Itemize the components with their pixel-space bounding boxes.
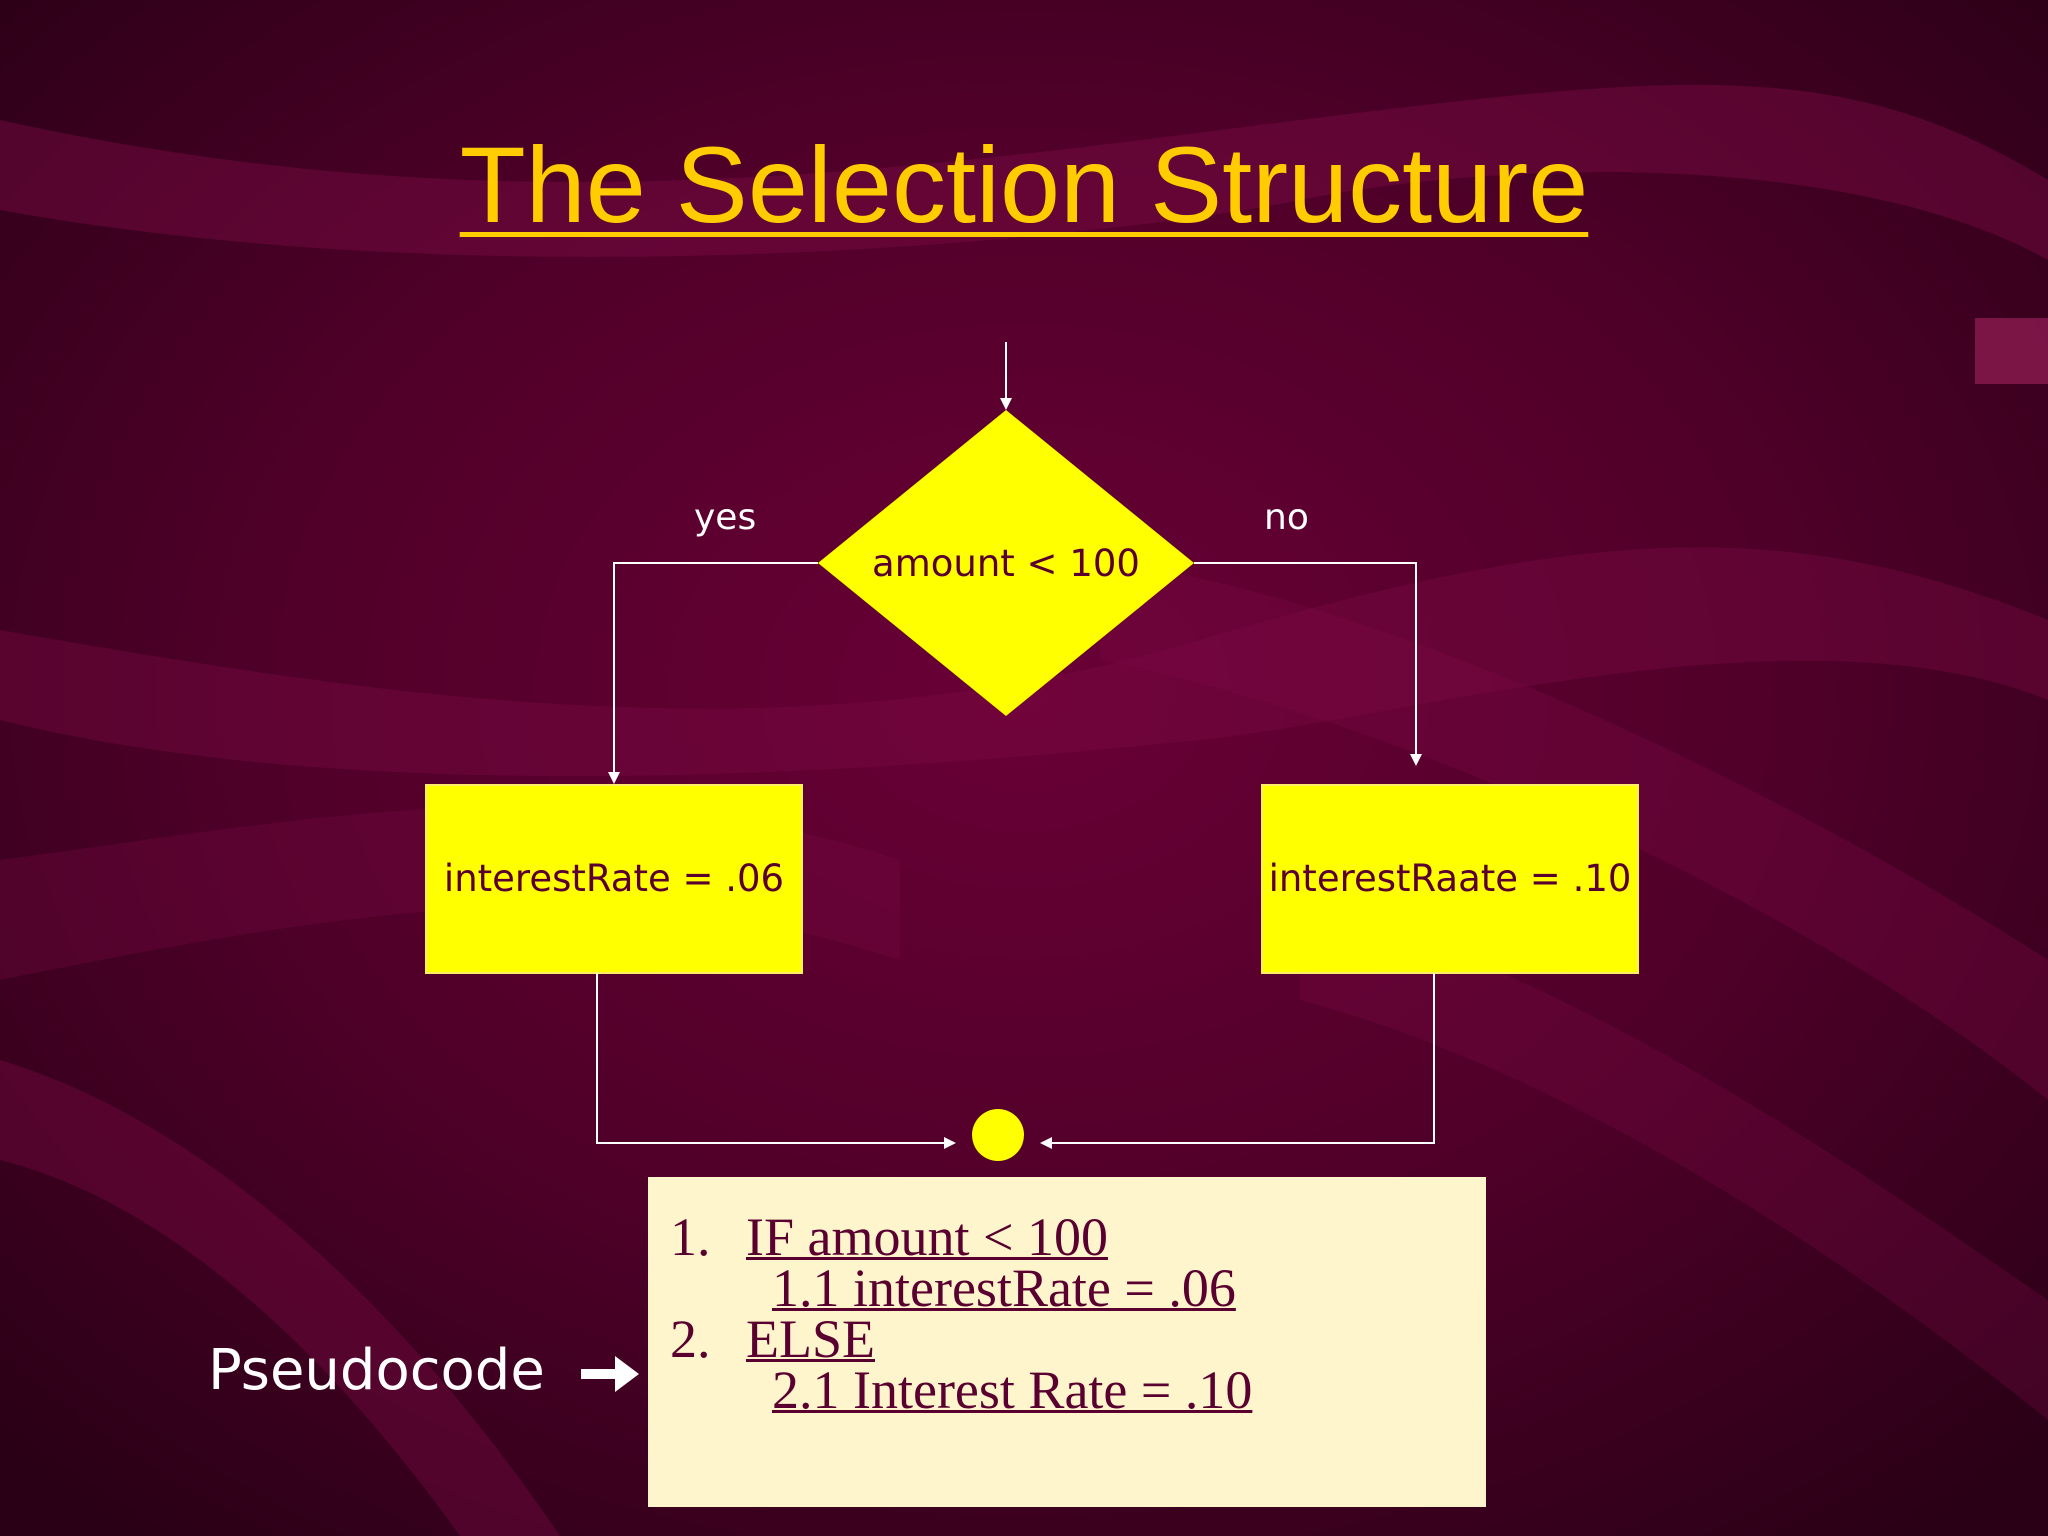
decision-diamond — [818, 410, 1194, 716]
yes-merge-line — [596, 973, 956, 1149]
code-line-number: 2. — [670, 1309, 711, 1369]
code-line-1: 1. IF amount < 100 — [670, 1207, 1108, 1267]
code-line-3: 2. ELSE — [670, 1309, 875, 1369]
ribbon-bottom-right — [1300, 900, 2048, 1420]
no-merge-line — [1040, 973, 1435, 1149]
pseudocode-box: 1. IF amount < 100 1.1 interestRate = .06… — [648, 1177, 1486, 1507]
edge-tab — [1975, 318, 2048, 384]
no-label: no — [1264, 497, 1309, 538]
code-line-2: 1.1 interestRate = .06 — [772, 1261, 1236, 1315]
decision-text: amount < 100 — [872, 542, 1140, 585]
code-line-text: 1.1 interestRate = .06 — [772, 1258, 1236, 1318]
yes-label: yes — [694, 497, 757, 538]
ribbon-top — [0, 84, 2048, 260]
right-arrow-icon — [580, 1355, 639, 1392]
yes-process-box — [425, 784, 803, 974]
ribbon-middle — [0, 547, 2048, 777]
code-line-number: 1. — [670, 1207, 711, 1267]
no-branch-line — [1194, 562, 1422, 766]
slide-title: The Selection Structure — [459, 124, 1589, 245]
yes-box-text: interestRate = .06 — [443, 857, 785, 900]
pseudocode-label-text: Pseudocode — [208, 1338, 545, 1403]
code-line-text: 2.1 Interest Rate = .10 — [772, 1360, 1253, 1420]
code-line-text: IF amount < 100 — [746, 1207, 1108, 1267]
yes-branch-line — [608, 562, 818, 784]
pseudocode-label: Pseudocode — [208, 1338, 641, 1403]
code-line-text: ELSE — [746, 1309, 875, 1369]
ribbon-bottom-left — [0, 1060, 560, 1536]
code-line-4: 2.1 Interest Rate = .10 — [772, 1363, 1252, 1417]
connector-circle — [972, 1109, 1024, 1161]
ribbon-diagonal — [1100, 560, 2048, 1100]
no-box-text: interestRaate = .10 — [1268, 857, 1632, 900]
no-process-box — [1261, 784, 1639, 974]
